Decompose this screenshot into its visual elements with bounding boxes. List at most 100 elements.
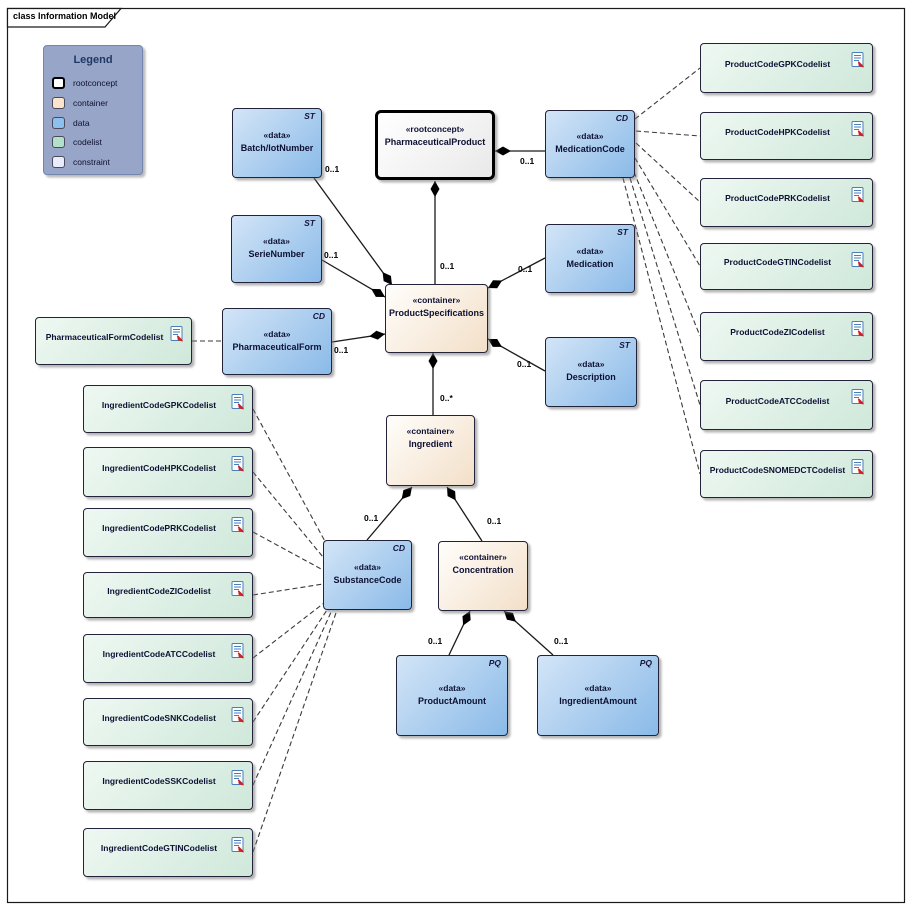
legend-item-container: container bbox=[52, 96, 108, 110]
node-name: IngredientCodeATCCodelist bbox=[102, 649, 216, 659]
node-ingredientcode-prk-codelist[interactable]: IngredientCodePRKCodelist bbox=[83, 508, 253, 557]
node-medication[interactable]: ST «data» Medication bbox=[545, 224, 635, 293]
node-name: IngredientCodeZICodelist bbox=[107, 585, 211, 596]
node-ingredient-amount[interactable]: PQ «data» IngredientAmount bbox=[537, 655, 659, 736]
rootconcept-swatch-icon bbox=[52, 77, 65, 89]
node-name: PharmaceuticalFormCodelist bbox=[45, 331, 164, 342]
node-name: IngredientCodeSSKCodelist bbox=[102, 776, 216, 786]
diagram-tab bbox=[6, 7, 123, 28]
node-name: ProductCodeHPKCodelist bbox=[725, 126, 830, 137]
document-icon bbox=[231, 456, 244, 472]
edge-medicationcode-snomedct bbox=[622, 177, 701, 475]
document-icon bbox=[851, 321, 864, 337]
edge-concentration-ingredientamount bbox=[503, 610, 554, 656]
edge-substancecode-ssk bbox=[252, 609, 333, 786]
node-pharmaceutical-form[interactable]: CD «data» PharmaceuticalForm bbox=[222, 308, 332, 375]
edge-substancecode-gtin bbox=[252, 609, 338, 853]
container-swatch-icon bbox=[52, 97, 65, 109]
multiplicity-label: 0..* bbox=[440, 393, 453, 403]
node-productcode-gpk-codelist[interactable]: ProductCodeGPKCodelist bbox=[700, 43, 873, 93]
legend-title: Legend bbox=[73, 54, 113, 66]
legend-label: codelist bbox=[73, 137, 102, 147]
node-name: ProductCodeSNOMEDCTCodelist bbox=[709, 464, 846, 475]
node-ingredientcode-atc-codelist[interactable]: IngredientCodeATCCodelist bbox=[83, 634, 253, 683]
edge-substancecode-snk bbox=[252, 609, 328, 723]
node-productcode-gtin-codelist[interactable]: ProductCodeGTINCodelist bbox=[700, 243, 873, 290]
document-icon bbox=[231, 770, 244, 786]
multiplicity-label: 0..1 bbox=[440, 261, 455, 271]
stereotype: «container» bbox=[406, 426, 455, 436]
node-ingredientcode-hpk-codelist[interactable]: IngredientCodeHPKCodelist bbox=[83, 447, 253, 497]
multiplicity-label: 0..1 bbox=[364, 513, 379, 523]
type-tag: PQ bbox=[639, 658, 652, 668]
node-medication-code[interactable]: CD «data» MedicationCode bbox=[545, 110, 635, 178]
multiplicity-label: 0..1 bbox=[324, 250, 339, 260]
node-concentration[interactable]: «container» Concentration bbox=[438, 541, 528, 611]
node-name: Batch/lotNumber bbox=[240, 143, 314, 153]
multiplicity-label: 0..1 bbox=[520, 156, 535, 166]
multiplicity-label: 0..1 bbox=[517, 359, 532, 369]
node-serie-number[interactable]: ST «data» SerieNumber bbox=[231, 215, 322, 283]
legend-item-constraint: constraint bbox=[52, 155, 110, 169]
legend-label: rootconcept bbox=[73, 78, 118, 88]
legend-item-codelist: codelist bbox=[52, 135, 102, 149]
stereotype: «data» bbox=[263, 130, 291, 140]
node-product-specifications[interactable]: «container» ProductSpecifications bbox=[385, 284, 488, 353]
edge-productspecifications-batchlotnumber bbox=[313, 177, 393, 286]
codelist-swatch-icon bbox=[52, 136, 65, 148]
document-icon bbox=[851, 121, 864, 137]
document-icon bbox=[231, 581, 244, 597]
stereotype: «data» bbox=[576, 245, 604, 256]
legend-label: data bbox=[73, 118, 90, 128]
type-tag: ST bbox=[304, 111, 315, 121]
node-name: PharmaceuticalForm bbox=[232, 341, 322, 352]
document-icon bbox=[231, 643, 244, 659]
node-ingredient[interactable]: «container» Ingredient bbox=[386, 415, 475, 486]
node-name: IngredientCodeGPKCodelist bbox=[101, 399, 217, 410]
document-icon bbox=[851, 187, 864, 203]
stereotype: «data» bbox=[354, 562, 381, 572]
node-productcode-hpk-codelist[interactable]: ProductCodeHPKCodelist bbox=[700, 112, 873, 160]
node-ingredientcode-gpk-codelist[interactable]: IngredientCodeGPKCodelist bbox=[83, 385, 253, 433]
document-icon bbox=[851, 252, 864, 268]
type-tag: CD bbox=[615, 113, 628, 123]
stereotype: «container» bbox=[459, 552, 507, 562]
multiplicity-label: 0..1 bbox=[518, 264, 533, 274]
codelist-dependency-edges bbox=[192, 67, 701, 853]
stereotype: «data» bbox=[438, 682, 466, 693]
node-description[interactable]: ST «data» Description bbox=[545, 337, 637, 407]
multiplicity-label: 0..1 bbox=[334, 345, 349, 355]
document-icon bbox=[231, 837, 244, 853]
edge-medicationcode-gtin bbox=[634, 157, 701, 267]
node-name: ProductCodeATCCodelist bbox=[725, 395, 830, 406]
node-ingredientcode-gtin-codelist[interactable]: IngredientCodeGTINCodelist bbox=[83, 828, 253, 877]
node-batch-lot-number[interactable]: ST «data» Batch/lotNumber bbox=[232, 108, 322, 178]
node-ingredientcode-snk-codelist[interactable]: IngredientCodeSNKCodelist bbox=[83, 698, 253, 746]
edge-productspecifications-description bbox=[487, 338, 546, 372]
node-ingredientcode-zi-codelist[interactable]: IngredientCodeZICodelist bbox=[83, 572, 253, 618]
document-icon bbox=[851, 389, 864, 405]
node-product-amount[interactable]: PQ «data» ProductAmount bbox=[396, 655, 508, 736]
edge-concentration-productamount bbox=[448, 610, 471, 656]
node-name: Medication bbox=[566, 258, 614, 269]
node-name: ProductCodePRKCodelist bbox=[725, 193, 830, 203]
node-name: PharmaceuticalProduct bbox=[384, 137, 486, 147]
type-tag: CD bbox=[312, 311, 325, 321]
node-ingredientcode-ssk-codelist[interactable]: IngredientCodeSSKCodelist bbox=[83, 761, 253, 810]
node-name: Description bbox=[566, 372, 616, 382]
type-tag: CD bbox=[392, 543, 405, 553]
node-productcode-atc-codelist[interactable]: ProductCodeATCCodelist bbox=[700, 380, 873, 430]
data-swatch-icon bbox=[52, 117, 65, 129]
node-pharmaceutical-product[interactable]: «rootconcept» PharmaceuticalProduct bbox=[375, 110, 495, 180]
edge-substancecode-prk bbox=[252, 531, 324, 571]
multiplicity-label: 0..1 bbox=[487, 516, 502, 526]
node-productcode-prk-codelist[interactable]: ProductCodePRKCodelist bbox=[700, 178, 873, 227]
node-productcode-snomedct-codelist[interactable]: ProductCodeSNOMEDCTCodelist bbox=[700, 450, 873, 498]
edge-medicationcode-zi bbox=[633, 171, 701, 337]
node-productcode-zi-codelist[interactable]: ProductCodeZICodelist bbox=[700, 312, 873, 361]
node-name: IngredientCodePRKCodelist bbox=[102, 523, 216, 533]
node-pharmaceuticalform-codelist[interactable]: PharmaceuticalFormCodelist bbox=[35, 317, 192, 365]
edge-ingredient-concentration bbox=[446, 486, 483, 542]
node-substance-code[interactable]: CD «data» SubstanceCode bbox=[323, 540, 412, 610]
